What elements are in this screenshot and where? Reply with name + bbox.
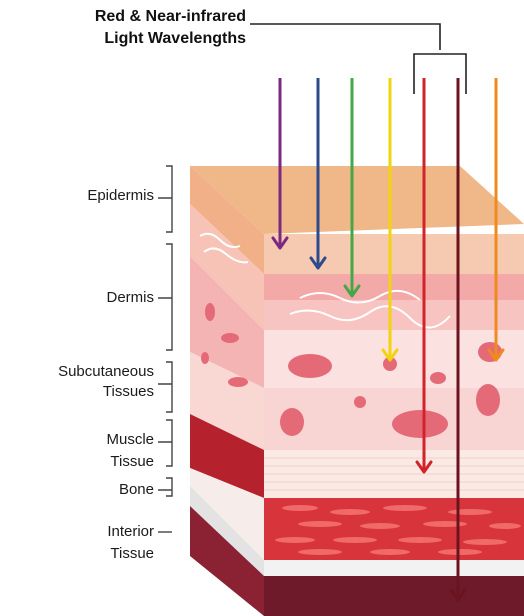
dermis-bracket [158, 244, 172, 350]
epidermis-label: Epidermis [10, 186, 154, 206]
epidermis-bracket [158, 166, 172, 232]
muscle-label-line-2: Tissue [10, 452, 154, 472]
left-face [190, 166, 264, 616]
diagram-title: Red & Near-infrared Light Wavelengths [6, 6, 246, 50]
subcutaneous-label-line-2: Tissues [10, 382, 154, 402]
title-line-1: Red & Near-infrared [6, 6, 246, 28]
interior-label-line-2: Tissue [10, 544, 154, 564]
dermis-label: Dermis [10, 288, 154, 308]
title-bracket [250, 24, 466, 94]
bone-label: Bone [10, 480, 154, 500]
muscle-bracket [158, 420, 172, 466]
muscle-label-line-1: Muscle [10, 430, 154, 450]
layer-brackets [158, 166, 172, 532]
bone-bracket [158, 478, 172, 496]
interior-label-line-1: Interior [10, 522, 154, 542]
subcutaneous-label-line-1: Subcutaneous [10, 362, 154, 382]
title-line-2: Light Wavelengths [6, 28, 246, 50]
subcutaneous-bracket [158, 362, 172, 412]
